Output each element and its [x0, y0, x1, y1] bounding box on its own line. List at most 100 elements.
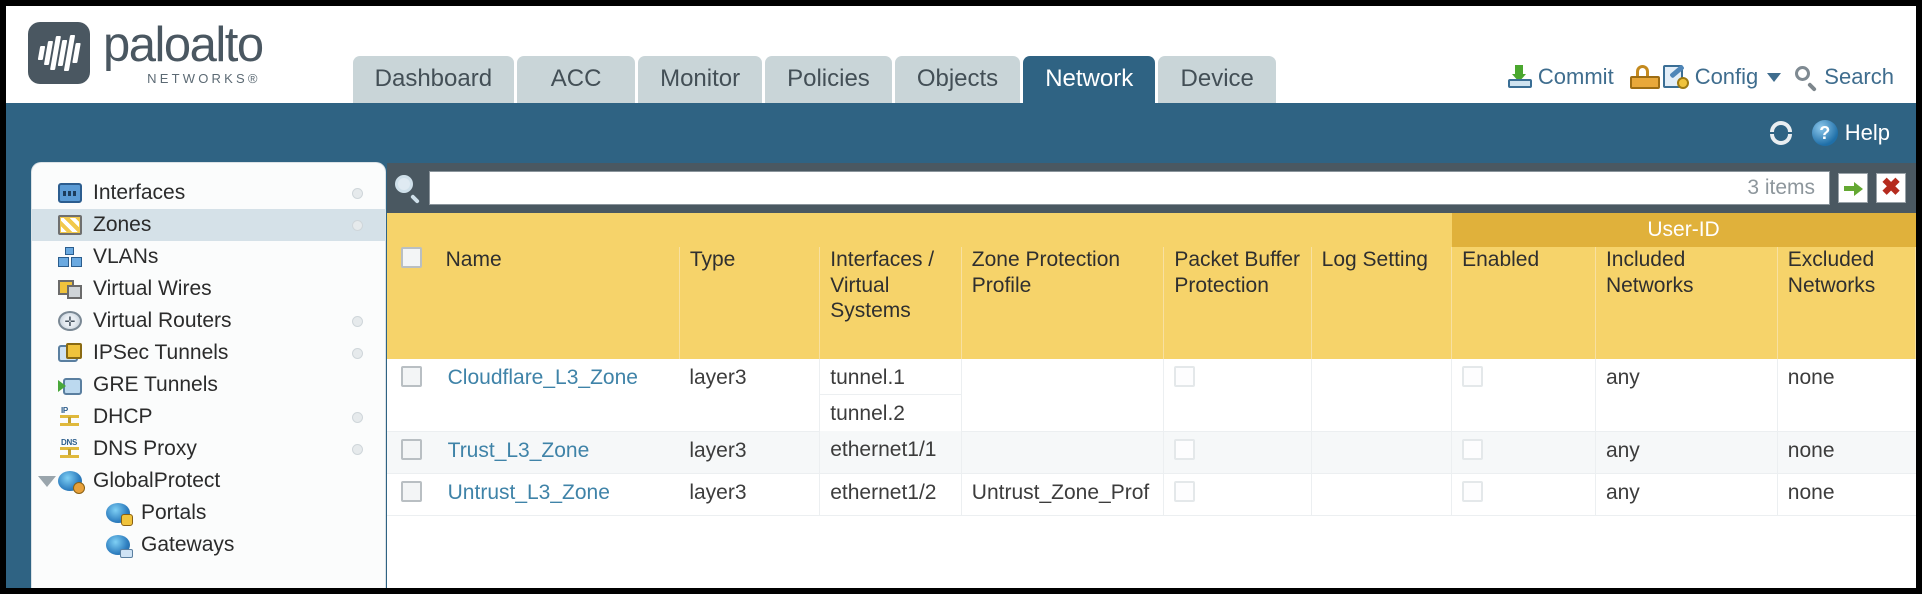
column-header-excluded-networks[interactable]: Excluded Networks: [1777, 247, 1916, 359]
item-count-label: 3 items: [1747, 176, 1815, 199]
sidebar-item-portals[interactable]: Portals: [32, 497, 385, 529]
select-all-checkbox[interactable]: [401, 247, 422, 268]
column-header-type[interactable]: Type: [679, 247, 821, 359]
table-header-row: Name Type Interfaces / Virtual Systems Z…: [387, 247, 1916, 359]
refresh-icon[interactable]: [1768, 121, 1794, 145]
cell-packet-buffer-protection: [1163, 359, 1312, 432]
sidebar-item-dns-proxy[interactable]: DNS DNS Proxy: [32, 433, 385, 465]
select-all-header: [387, 247, 438, 359]
commit-button[interactable]: Commit: [1507, 64, 1614, 90]
sidebar-item-virtual-routers[interactable]: Virtual Routers: [32, 305, 385, 337]
page-body: Interfaces Zones VLANs Virtual Wires Vir…: [6, 163, 1916, 588]
userid-enabled-checkbox[interactable]: [1462, 480, 1484, 502]
help-label: Help: [1844, 120, 1890, 145]
sidebar-item-label: VLANs: [93, 245, 159, 268]
clear-filter-button[interactable]: ✖: [1876, 173, 1906, 203]
zones-content-panel: 3 items ✖: [387, 163, 1916, 588]
help-button[interactable]: ? Help: [1811, 120, 1890, 146]
group-header-userid: User-ID: [1451, 213, 1916, 247]
lock-button[interactable]: [1628, 65, 1660, 89]
interface-entry: tunnel.2: [830, 402, 905, 425]
tab-policies[interactable]: Policies: [765, 56, 892, 103]
sidebar-status-dot: [352, 347, 363, 359]
zone-name-link[interactable]: Trust_L3_Zone: [447, 438, 590, 462]
portals-icon: [106, 503, 133, 526]
sidebar-item-label: Virtual Wires: [93, 277, 212, 300]
zone-name-link[interactable]: Untrust_L3_Zone: [447, 480, 610, 504]
packet-buffer-protection-checkbox[interactable]: [1174, 438, 1196, 460]
sidebar-item-label: GRE Tunnels: [93, 373, 218, 396]
cell-type: layer3: [679, 431, 820, 474]
cell-packet-buffer-protection: [1163, 431, 1312, 474]
zones-icon: [58, 215, 82, 235]
column-header-packet-buffer-protection[interactable]: Packet Buffer Protection: [1163, 247, 1312, 359]
row-checkbox[interactable]: [401, 366, 422, 387]
userid-enabled-checkbox[interactable]: [1462, 438, 1484, 460]
cell-name: Trust_L3_Zone: [437, 431, 680, 474]
table-row[interactable]: Cloudflare_L3_Zone layer3 tunnel.1 tunne…: [387, 359, 1916, 432]
config-menu-button[interactable]: Config: [1662, 64, 1782, 90]
interfaces-icon: [58, 183, 82, 203]
cell-interfaces: tunnel.1 tunnel.2: [819, 359, 962, 431]
sidebar-item-globalprotect[interactable]: GlobalProtect: [32, 465, 385, 497]
sidebar-item-dhcp[interactable]: IP DHCP: [32, 401, 385, 433]
main-nav-tabs: Dashboard ACC Monitor Policies Objects N…: [352, 56, 1277, 103]
sidebar-item-gre-tunnels[interactable]: GRE Tunnels: [32, 369, 385, 401]
cell-userid-enabled: [1451, 359, 1596, 432]
row-select-cell: [387, 359, 438, 432]
table-group-header-row: User-ID: [387, 213, 1916, 247]
apply-filter-button[interactable]: [1838, 173, 1868, 203]
utility-bar: ? Help: [6, 103, 1916, 163]
virtual-wires-icon: [58, 279, 82, 299]
search-label: Search: [1824, 64, 1894, 89]
row-checkbox[interactable]: [401, 438, 422, 460]
cell-type: layer3: [679, 473, 820, 516]
sidebar-item-label: Gateways: [141, 533, 235, 556]
dns-proxy-icon: DNS: [58, 438, 82, 459]
sidebar-item-virtual-wires[interactable]: Virtual Wires: [32, 273, 385, 305]
globalprotect-icon: [58, 471, 85, 494]
sidebar-item-zones[interactable]: Zones: [32, 209, 385, 241]
zones-table: User-ID Name Type Interfaces / Virtual S…: [387, 213, 1916, 516]
commit-icon: [1507, 65, 1532, 89]
cell-log-setting: [1311, 359, 1453, 432]
zone-name-link[interactable]: Cloudflare_L3_Zone: [447, 366, 638, 389]
sidebar-status-dot: [352, 219, 363, 231]
tab-objects[interactable]: Objects: [894, 56, 1021, 103]
sidebar-item-label: DNS Proxy: [93, 437, 197, 460]
search-button[interactable]: Search: [1795, 64, 1894, 92]
column-header-included-networks[interactable]: Included Networks: [1595, 247, 1778, 359]
tab-device[interactable]: Device: [1158, 56, 1277, 103]
tab-monitor[interactable]: Monitor: [638, 56, 763, 103]
cell-log-setting: [1311, 473, 1453, 516]
logo-wordmark: paloalto: [103, 18, 264, 72]
sidebar-item-interfaces[interactable]: Interfaces: [32, 177, 385, 209]
row-checkbox[interactable]: [401, 480, 422, 502]
packet-buffer-protection-checkbox[interactable]: [1174, 366, 1196, 387]
paloalto-logo: paloalto NETWORKS®: [28, 18, 264, 85]
gre-tunnels-icon: [58, 375, 82, 395]
cell-name: Cloudflare_L3_Zone: [437, 359, 680, 432]
packet-buffer-protection-checkbox[interactable]: [1174, 480, 1196, 502]
sidebar-item-gateways[interactable]: Gateways: [32, 529, 385, 561]
column-header-interfaces[interactable]: Interfaces / Virtual Systems: [819, 247, 962, 359]
column-header-name[interactable]: Name: [437, 247, 680, 359]
table-row[interactable]: Trust_L3_Zone layer3 ethernet1/1 any: [387, 431, 1916, 474]
sidebar-item-ipsec-tunnels[interactable]: IPSec Tunnels: [32, 337, 385, 369]
tab-dashboard[interactable]: Dashboard: [352, 56, 515, 103]
column-header-enabled[interactable]: Enabled: [1451, 247, 1596, 359]
top-header-bar: paloalto NETWORKS® Dashboard ACC Monitor…: [6, 6, 1916, 103]
expander-collapse-icon[interactable]: [38, 475, 56, 487]
table-row[interactable]: Untrust_L3_Zone layer3 ethernet1/2 Untru…: [387, 473, 1916, 516]
tab-network[interactable]: Network: [1023, 56, 1156, 103]
filter-search-icon[interactable]: [395, 175, 421, 204]
cell-zone-protection-profile: [961, 431, 1164, 474]
tab-acc[interactable]: ACC: [517, 56, 636, 103]
column-header-log-setting[interactable]: Log Setting: [1311, 247, 1453, 359]
config-icon: [1662, 64, 1689, 89]
column-header-zone-protection-profile[interactable]: Zone Protection Profile: [961, 247, 1165, 359]
sidebar-item-vlans[interactable]: VLANs: [32, 241, 385, 273]
unlock-icon: [1628, 65, 1660, 89]
userid-enabled-checkbox[interactable]: [1462, 366, 1484, 387]
filter-input[interactable]: [430, 172, 1748, 204]
